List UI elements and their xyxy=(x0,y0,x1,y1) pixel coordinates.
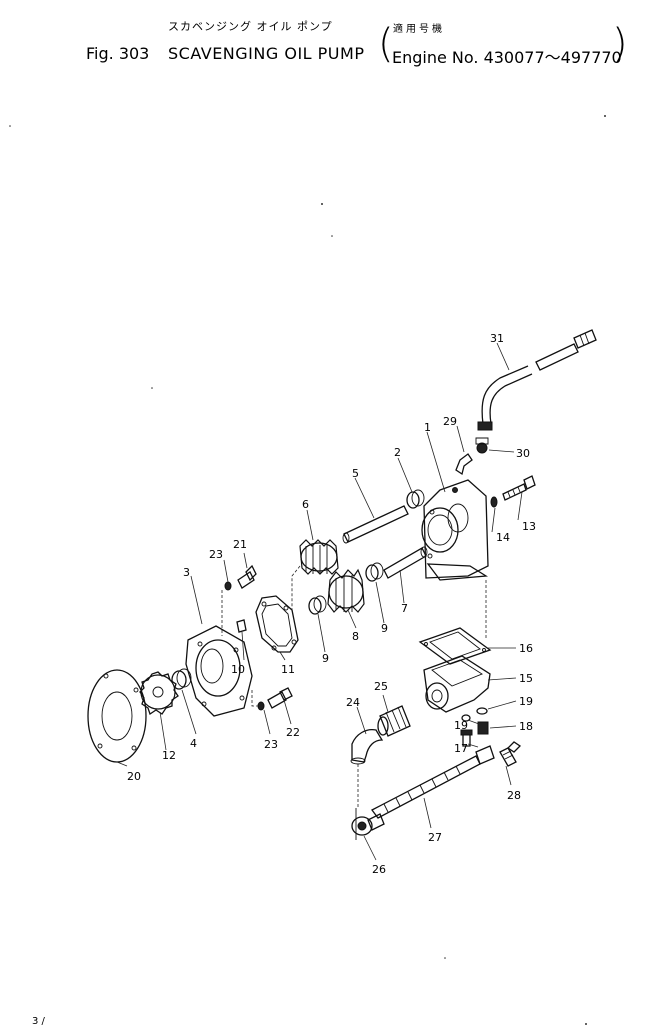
part-26-banjo-fitting[interactable] xyxy=(351,808,385,840)
callout-28: 28 xyxy=(507,789,521,802)
callout-5: 5 xyxy=(352,467,359,480)
callout-1: 1 xyxy=(424,421,431,434)
callout-23-upper: 23 xyxy=(209,548,223,561)
callout-9-upper: 9 xyxy=(381,622,388,635)
part-9-bushing-upper[interactable] xyxy=(365,562,384,582)
part-17-plug[interactable] xyxy=(460,729,473,747)
part-18-plug[interactable] xyxy=(477,721,489,735)
callout-16: 16 xyxy=(519,642,533,655)
part-3-cover[interactable] xyxy=(185,625,253,717)
part-7-shaft[interactable] xyxy=(383,546,428,579)
callout-31: 31 xyxy=(490,332,504,345)
figure-number: Fig. 303 xyxy=(86,44,150,63)
part-16-gasket[interactable] xyxy=(418,627,492,665)
part-4-bushing[interactable] xyxy=(171,668,192,690)
callout-9-lower: 9 xyxy=(322,652,329,665)
callout-22: 22 xyxy=(286,726,300,739)
callout-27: 27 xyxy=(428,831,442,844)
part-10-pin[interactable] xyxy=(236,619,247,633)
callout-15: 15 xyxy=(519,672,533,685)
callout-18: 18 xyxy=(519,720,533,733)
callout-14: 14 xyxy=(496,531,510,544)
part-13-bolt[interactable] xyxy=(502,475,536,501)
part-22-bolt[interactable] xyxy=(267,687,293,709)
callout-10: 10 xyxy=(231,663,245,676)
callout-25: 25 xyxy=(374,680,388,693)
callout-13: 13 xyxy=(522,520,536,533)
part-31-pipe[interactable] xyxy=(477,329,597,431)
part-6-drive-gear[interactable] xyxy=(299,539,339,575)
part-30-nut[interactable] xyxy=(475,437,489,454)
part-23-washer-upper[interactable] xyxy=(224,581,232,591)
callout-29: 29 xyxy=(443,415,457,428)
part-15-suction-body[interactable] xyxy=(423,655,491,713)
part-2-bushing[interactable] xyxy=(406,489,425,509)
part-12-sprocket[interactable] xyxy=(139,671,179,716)
callout-3: 3 xyxy=(183,566,190,579)
part-14-washer[interactable] xyxy=(490,496,498,508)
part-28-fitting[interactable] xyxy=(499,741,522,767)
part-23-washer-lower[interactable] xyxy=(257,701,265,711)
callout-17: 17 xyxy=(454,742,468,755)
part-20-gasket[interactable] xyxy=(87,669,147,763)
part-9-bushing-lower[interactable] xyxy=(308,595,327,615)
engine-serial-range: Engine No. 430077～497770 xyxy=(392,48,622,67)
part-29-elbow[interactable] xyxy=(455,453,473,476)
callout-11: 11 xyxy=(281,663,295,676)
scan-specks xyxy=(9,115,606,1025)
callout-19-left: 19 xyxy=(454,719,468,732)
callout-30: 30 xyxy=(516,447,530,460)
callout-24: 24 xyxy=(346,696,360,709)
part-19-washer-b[interactable] xyxy=(461,714,471,722)
part-24-elbow[interactable] xyxy=(350,728,384,765)
part-1-pump-body[interactable] xyxy=(421,479,489,581)
callout-21: 21 xyxy=(233,538,247,551)
page-corner-mark: 3 / xyxy=(32,1016,45,1027)
callout-23-lower: 23 xyxy=(264,738,278,751)
page-title: SCAVENGING OIL PUMP xyxy=(168,44,365,63)
callout-20: 20 xyxy=(127,770,141,783)
part-27-hose[interactable] xyxy=(371,745,495,819)
part-19-washer-a[interactable] xyxy=(476,707,488,715)
part-21-bolt[interactable] xyxy=(237,564,257,589)
part-25-connector[interactable] xyxy=(377,705,411,737)
title-japanese: スカベンジング オイル ポンプ xyxy=(168,20,333,33)
callout-4: 4 xyxy=(190,737,197,750)
part-8-driven-gear[interactable] xyxy=(327,568,365,613)
callout-19-right: 19 xyxy=(519,695,533,708)
leader-lines xyxy=(116,342,523,861)
open-parenthesis: ( xyxy=(378,21,394,67)
applicable-model-label: 適用号機 xyxy=(393,24,445,35)
part-11-gasket[interactable] xyxy=(255,595,299,653)
callout-26: 26 xyxy=(372,863,386,876)
callout-12: 12 xyxy=(162,749,176,762)
part-5-shaft[interactable] xyxy=(342,505,409,544)
callout-6: 6 xyxy=(302,498,309,511)
callout-8: 8 xyxy=(352,630,359,643)
callout-2: 2 xyxy=(394,446,401,459)
close-parenthesis: ) xyxy=(612,21,628,67)
callout-labels: 31 29 30 2 1 5 6 7 9 8 9 3 23 21 10 11 4… xyxy=(127,332,536,876)
callout-7: 7 xyxy=(401,602,408,615)
